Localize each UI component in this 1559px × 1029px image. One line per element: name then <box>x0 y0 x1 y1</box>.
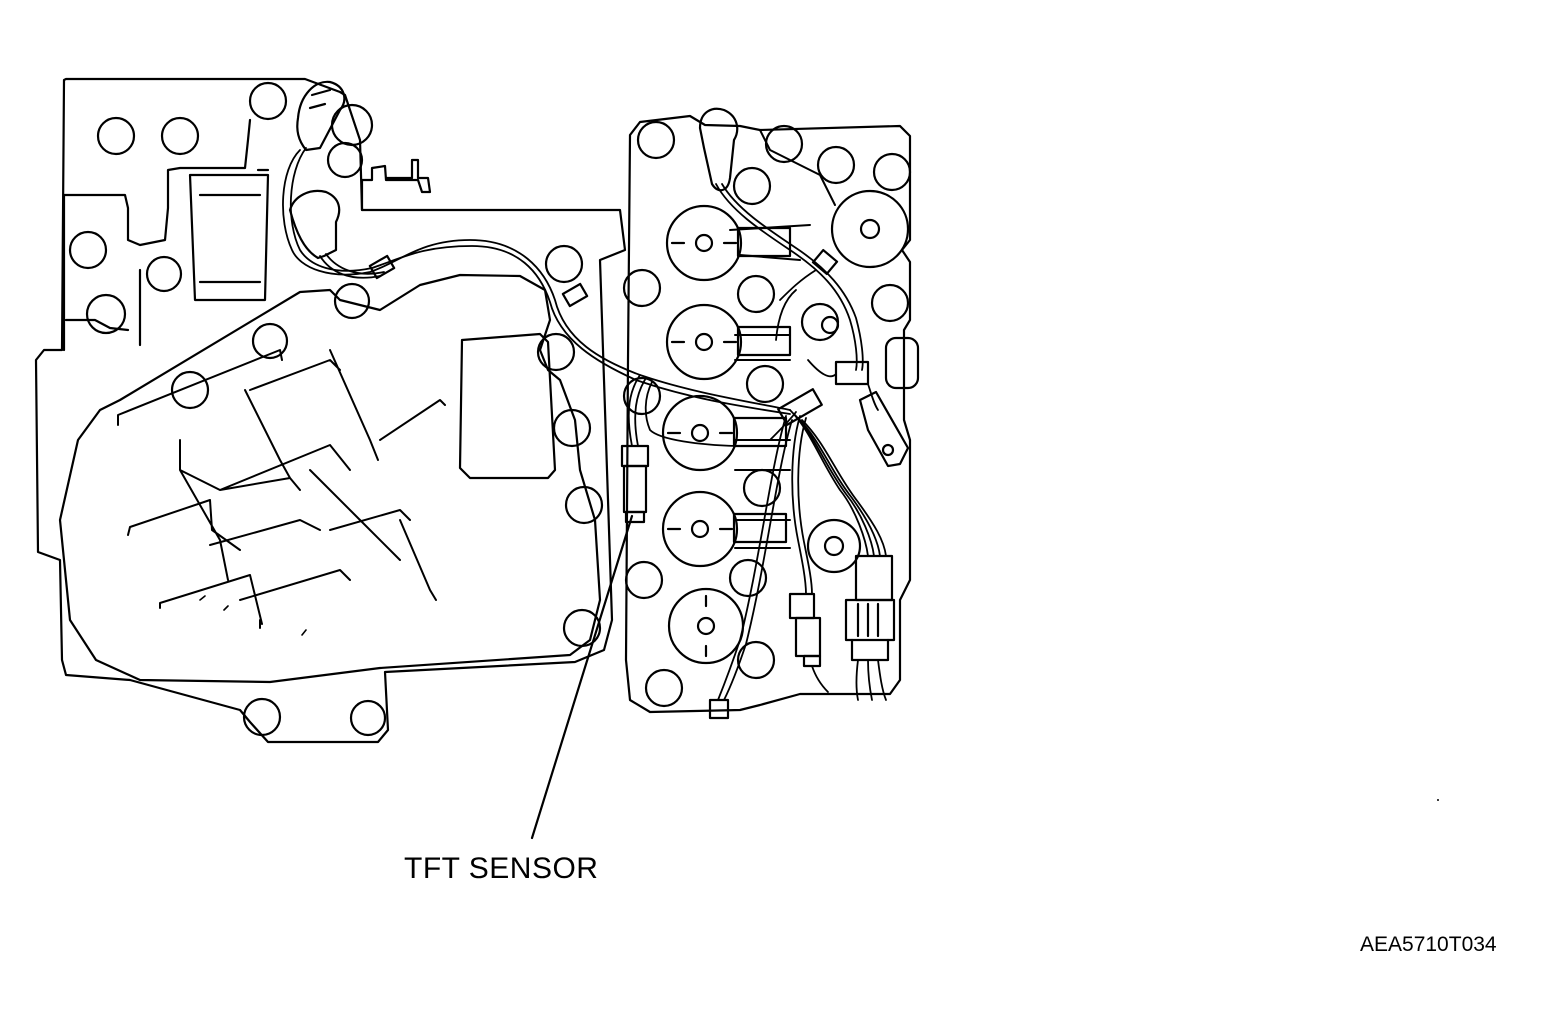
harness-connector <box>844 554 896 662</box>
cover-plate-window <box>458 332 557 480</box>
bore <box>85 293 127 335</box>
bore <box>745 364 785 404</box>
solenoid <box>661 394 788 472</box>
bore <box>624 560 664 600</box>
cover-plate-marks <box>199 595 307 636</box>
bore <box>333 282 371 320</box>
solenoid <box>661 490 788 568</box>
bore <box>872 152 912 192</box>
clip <box>368 248 870 720</box>
wire <box>634 377 647 447</box>
wire <box>715 183 858 371</box>
bore <box>552 408 592 448</box>
left-valve-body <box>34 77 627 744</box>
right-body-outline <box>624 114 912 714</box>
figure-code: AEA5710T034 <box>1360 933 1497 956</box>
wire <box>801 419 887 557</box>
bore <box>732 166 772 206</box>
connector <box>288 189 341 260</box>
bracket-hole <box>881 443 895 457</box>
connector <box>296 80 346 152</box>
cover-plate <box>58 273 602 684</box>
wire <box>797 417 881 557</box>
wire <box>723 419 793 701</box>
wire <box>319 255 381 279</box>
wire <box>775 289 797 341</box>
bracket <box>858 390 910 468</box>
wire <box>644 381 737 447</box>
bore <box>68 230 108 270</box>
bore <box>870 283 910 323</box>
bore <box>736 640 776 680</box>
wire <box>282 149 791 411</box>
bore <box>248 81 288 121</box>
right-valve-body <box>622 114 920 714</box>
bore <box>251 322 289 360</box>
cover-plate-ribs <box>117 349 446 629</box>
solenoid <box>667 587 745 665</box>
left-body-outline <box>34 77 627 744</box>
bore <box>330 103 374 147</box>
bore <box>742 468 782 508</box>
bore <box>636 120 676 160</box>
bore <box>536 332 576 372</box>
solenoid-right-top <box>830 189 910 269</box>
connector <box>698 107 739 192</box>
wire <box>791 415 807 595</box>
bore <box>622 268 662 308</box>
bore <box>622 376 662 416</box>
solenoid-right-bottom <box>806 518 862 574</box>
bore <box>544 244 584 284</box>
solenoid <box>665 204 792 282</box>
wire <box>717 415 787 701</box>
left-body-channels <box>62 118 270 352</box>
tft-sensor-connector <box>620 444 650 524</box>
bore <box>170 370 210 410</box>
tft-sensor-label: TFT SENSOR <box>404 852 599 885</box>
wire <box>325 253 385 275</box>
speck <box>1437 799 1439 801</box>
bore <box>96 116 136 156</box>
wire <box>627 374 641 447</box>
wire-tail <box>811 659 887 701</box>
wire <box>867 383 879 411</box>
wire-harness <box>282 147 887 701</box>
cover-plate-outline <box>58 273 602 684</box>
bore <box>736 274 776 314</box>
bore <box>160 116 200 156</box>
bore <box>800 302 840 342</box>
bore <box>820 315 840 335</box>
wire <box>789 409 869 557</box>
bore <box>145 255 183 293</box>
wire <box>797 417 813 595</box>
connectors <box>288 80 910 720</box>
tft-sensor-leader-line <box>530 514 634 840</box>
wire <box>807 359 837 378</box>
bore <box>326 141 364 179</box>
bore <box>564 485 604 525</box>
bore <box>644 668 684 708</box>
left-body-step <box>360 158 432 212</box>
bore <box>816 145 856 185</box>
wire <box>721 183 864 371</box>
side-tab <box>884 336 920 390</box>
bore <box>242 697 282 737</box>
solenoid <box>665 303 792 381</box>
bore <box>728 558 768 598</box>
bore <box>562 608 602 648</box>
bore <box>349 699 387 737</box>
connector <box>308 88 332 110</box>
bore <box>764 124 804 164</box>
solenoid-stack <box>661 189 910 665</box>
wire <box>769 411 797 441</box>
small-connector <box>788 592 822 668</box>
wire <box>779 269 817 301</box>
wire <box>793 413 875 557</box>
